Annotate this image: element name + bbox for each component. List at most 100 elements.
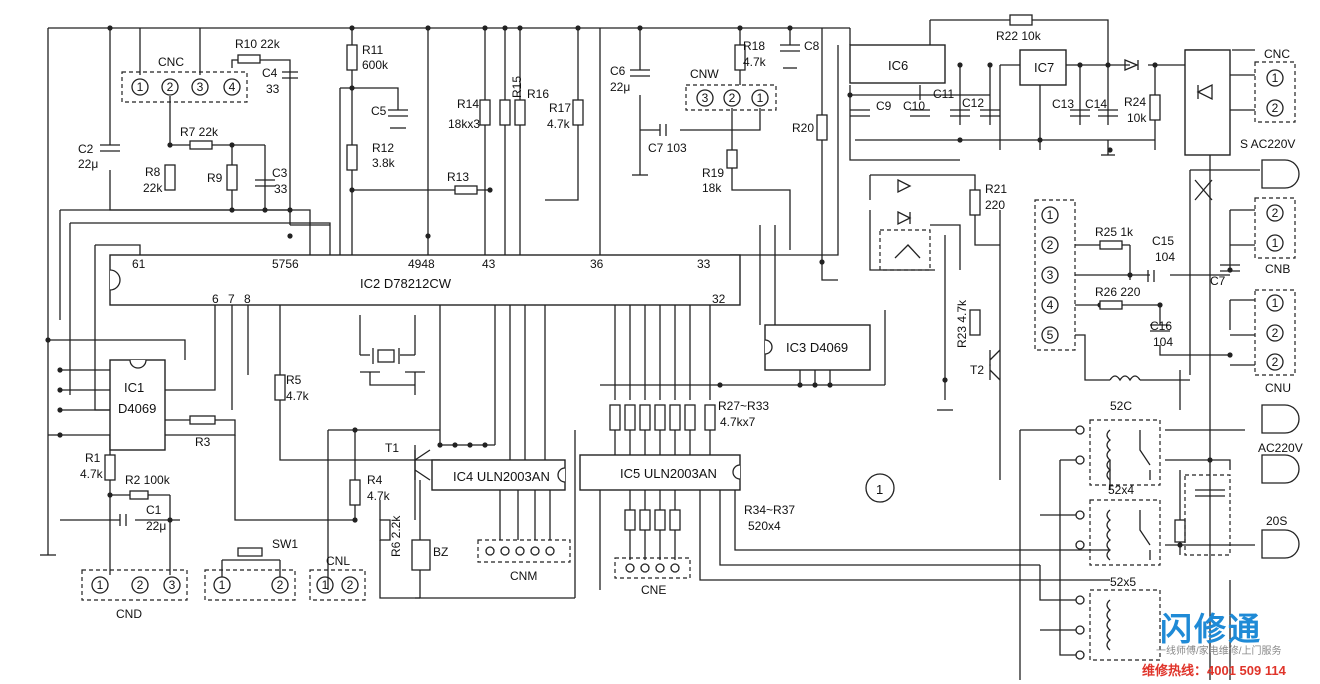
c10-label: C10	[903, 99, 925, 113]
s-ac220v-plug	[1261, 159, 1300, 189]
cnl-label: CNL	[326, 554, 350, 568]
r24-value: 10k	[1127, 111, 1147, 125]
cnw-connector	[685, 84, 777, 111]
relay-52c	[1089, 419, 1161, 486]
cne-connector	[614, 557, 691, 579]
r23-label: R23 4.7k	[955, 299, 969, 348]
svg-text:2: 2	[277, 578, 284, 592]
optocoupler-transistor	[894, 244, 921, 259]
r14-resistor	[479, 99, 491, 126]
ic2-pin-36: 36	[590, 257, 604, 271]
r19-label: R19	[702, 166, 724, 180]
r34-r37-value: 520x4	[748, 519, 781, 533]
c7b-label: C7	[1210, 274, 1226, 288]
cnm-label: CNM	[510, 569, 537, 583]
ic2-pin-8: 8	[244, 292, 251, 306]
r8-value: 22k	[143, 181, 163, 195]
c14-label: C14	[1085, 97, 1107, 111]
c9-cap	[850, 109, 870, 117]
r22-resistor	[1009, 14, 1033, 26]
capacitors	[40, 44, 1240, 556]
svg-text:1: 1	[1272, 236, 1279, 250]
c2-cap	[100, 144, 120, 152]
connectors: 1 2 3 4 3 2 1 1 2 1 2 3 4 5 2 1 1 2 2 1	[81, 61, 1300, 601]
r25-label: R25 1k	[1095, 225, 1134, 239]
cnc-right-connector	[1254, 61, 1296, 123]
watermark-hotline: 维修热线：4001 509 114	[1142, 663, 1286, 678]
r23-resistor	[969, 309, 981, 336]
r15-label: R15	[510, 76, 524, 98]
c1-cap	[119, 514, 127, 526]
r17-label: R17	[549, 101, 571, 115]
r4-label: R4	[367, 473, 383, 487]
r15-resistor	[499, 99, 511, 126]
ic2-pin-4948: 4948	[408, 257, 435, 271]
labels: CNC R10 22k C4 33 R11 600k C5 R14 18kx3 …	[78, 29, 1303, 621]
r12-label: R12	[372, 141, 394, 155]
r4-value: 4.7k	[367, 489, 391, 503]
wires	[47, 19, 1260, 680]
r24-label: R24	[1124, 95, 1146, 109]
r5-value: 4.7k	[286, 389, 310, 403]
section-marker	[865, 473, 895, 503]
svg-text:1: 1	[1272, 296, 1279, 310]
watermark-logo: 闪修通	[1160, 611, 1263, 647]
r18-resistor	[734, 44, 746, 71]
cne-label: CNE	[641, 583, 666, 597]
t1-transistor	[414, 449, 431, 481]
r14-value: 18kx3	[448, 117, 480, 131]
r1-value: 4.7k	[80, 467, 104, 481]
r12-value: 3.8k	[372, 156, 396, 170]
opto-diode-mid	[897, 210, 912, 226]
svg-text:3: 3	[1047, 268, 1054, 282]
ac220v-plug-2	[1261, 454, 1300, 484]
ic1-type: D4069	[118, 401, 156, 416]
r9-label: R9	[207, 171, 223, 185]
c10-cap	[910, 109, 930, 117]
svg-text:2: 2	[1272, 326, 1279, 340]
c16-label: C16	[1150, 319, 1172, 333]
cnd-connector	[81, 569, 188, 601]
r5-label: R5	[286, 373, 302, 387]
watermark-subtitle: 一线师傅/家电维修/上门服务	[1156, 646, 1282, 657]
t1-label: T1	[385, 441, 399, 455]
cnd-label: CND	[116, 607, 142, 621]
ic2-pin-43: 43	[482, 257, 496, 271]
r21-value: 220	[985, 198, 1005, 212]
ic3-chip: IC3 D4069	[764, 324, 871, 371]
ic4-label: IC4 ULN2003AN	[453, 469, 550, 484]
svg-text:4: 4	[1047, 298, 1054, 312]
r13-label: R13	[447, 170, 469, 184]
inductor	[1109, 375, 1141, 382]
svg-text:1: 1	[219, 578, 226, 592]
ic1-chip: IC1 D4069	[109, 359, 166, 451]
relay-52x4	[1089, 499, 1161, 566]
r3-resistor	[189, 415, 216, 425]
c7a-label: C7 103	[648, 141, 687, 155]
c8-cap	[780, 44, 800, 52]
r11-resistor	[346, 44, 358, 71]
ac220v-label: AC220V	[1258, 441, 1303, 455]
svg-text:1: 1	[757, 91, 764, 105]
r26-resistor	[1099, 300, 1123, 310]
c15-value: 104	[1155, 250, 1175, 264]
svg-text:4: 4	[229, 80, 236, 94]
r24-resistor	[1149, 94, 1161, 121]
ic2-pin-61: 61	[132, 257, 146, 271]
r16-label: R16	[527, 87, 549, 101]
resistors	[104, 14, 1186, 543]
svg-text:2: 2	[1272, 206, 1279, 220]
relays	[1075, 419, 1231, 661]
r11-label: R11	[362, 43, 383, 57]
c14-cap	[1098, 109, 1118, 117]
bz-label: BZ	[433, 545, 448, 559]
cnc-top-label: CNC	[158, 55, 184, 69]
ic2-chip: IC2 D78212CW 61 5756 4948 43 36 33 6 7 8…	[109, 254, 741, 306]
svg-text:2: 2	[1047, 238, 1054, 252]
r20-resistor	[816, 114, 828, 141]
r4-resistor	[349, 479, 361, 506]
optocoupler	[879, 229, 931, 271]
c16-cap	[1150, 324, 1170, 332]
s-ac-fuse	[1194, 179, 1213, 201]
sw1-connector	[204, 569, 296, 601]
